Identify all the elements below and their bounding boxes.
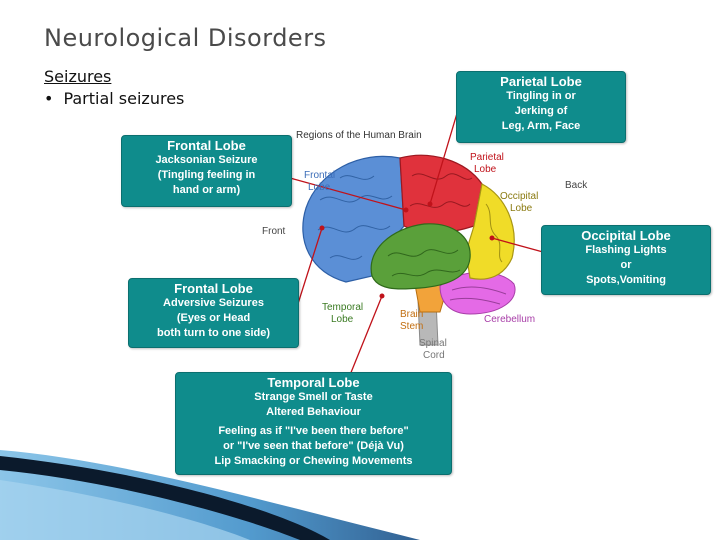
label-temporal-2: Lobe [331, 314, 354, 325]
label-brainstem-2: Stem [400, 321, 423, 332]
callout-line: Feeling as if "I've been there before" [218, 425, 409, 437]
callout-line: both turn to one side) [156, 327, 271, 339]
callout-heading: Parietal Lobe [500, 74, 582, 89]
callout-frontal-lobe-jacksonian: Frontal Lobe Jacksonian Seizure (Tinglin… [121, 135, 292, 207]
temporal-lobe-shape [370, 223, 471, 290]
label-parietal-1: Parietal [470, 152, 504, 163]
callout-line: Altered Behaviour [266, 406, 361, 418]
bullet-text: Partial seizures [63, 89, 185, 108]
label-spinal-2: Cord [423, 350, 445, 361]
callout-line: hand or arm) [172, 184, 241, 196]
label-occipital-1: Occipital [500, 191, 538, 202]
callout-line: or [620, 259, 632, 271]
callout-line: Spots,Vomiting [586, 274, 666, 286]
callout-line: (Eyes or Head [176, 312, 251, 324]
callout-line: Strange Smell or Taste [254, 391, 373, 403]
callout-line: Leg, Arm, Face [501, 120, 581, 132]
section-heading: Seizures [44, 67, 112, 86]
callout-line: (Tingling feeling in [157, 169, 256, 181]
callout-heading: Frontal Lobe [174, 281, 253, 296]
callout-line: Jerking of [514, 105, 568, 117]
gyri-lines [317, 173, 507, 305]
label-occipital-2: Lobe [510, 203, 533, 214]
callout-occipital-lobe: Occipital Lobe Flashing Lights or Spots,… [541, 225, 711, 295]
label-front: Front [262, 226, 286, 237]
callout-line: or "I've seen that before" (Déjà Vu) [223, 440, 404, 452]
label-spinal-1: Spinal [419, 338, 447, 349]
label-frontal-1: Frontal [304, 170, 335, 181]
label-brainstem-1: Brain [400, 309, 423, 320]
callout-line: Flashing Lights [585, 244, 667, 256]
callout-line: Tingling in or [506, 90, 576, 102]
callout-heading: Occipital Lobe [581, 228, 671, 243]
callout-heading: Temporal Lobe [267, 375, 360, 390]
decorative-swoosh [0, 450, 420, 540]
slide-title: Neurological Disorders [44, 24, 327, 52]
bullet-dot: • [44, 89, 54, 108]
callout-temporal-lobe: Temporal Lobe Strange Smell or Taste Alt… [175, 372, 452, 475]
callout-line: Adversive Seizures [163, 297, 264, 309]
callout-heading: Frontal Lobe [167, 138, 246, 153]
label-cerebellum: Cerebellum [484, 314, 535, 325]
callout-line: Jacksonian Seizure [155, 154, 258, 166]
bullet-item: • Partial seizures [44, 89, 184, 108]
connector-dots [319, 201, 495, 299]
label-frontal-2: Lobe [308, 182, 331, 193]
occipital-lobe-shape [465, 183, 515, 280]
diagram-heading: Regions of the Human Brain [296, 130, 422, 141]
label-temporal-1: Temporal [322, 302, 363, 313]
callout-parietal-lobe: Parietal Lobe Tingling in or Jerking of … [456, 71, 626, 143]
connector-lines [289, 109, 544, 376]
label-parietal-2: Lobe [474, 164, 497, 175]
callout-line: Lip Smacking or Chewing Movements [214, 455, 413, 467]
label-back: Back [565, 180, 588, 191]
callout-frontal-lobe-adversive: Frontal Lobe Adversive Seizures (Eyes or… [128, 278, 299, 348]
